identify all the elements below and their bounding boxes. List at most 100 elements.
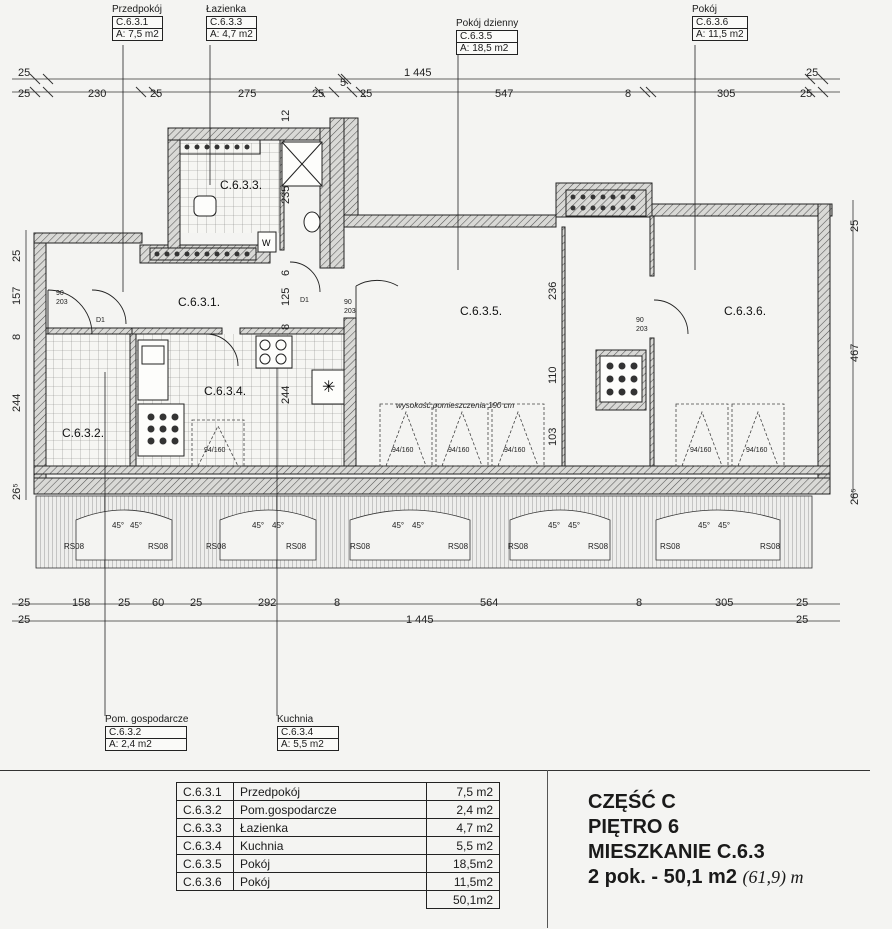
- summary-size: 2 pok. - 50,1 m2 (61,9) m: [588, 866, 804, 888]
- vent-icon: ✳: [322, 377, 335, 396]
- cabinet: [311, 369, 345, 405]
- svg-text:45°: 45°: [568, 521, 580, 530]
- svg-text:25: 25: [118, 597, 130, 609]
- door-arc: [289, 261, 321, 293]
- svg-text:8: 8: [636, 597, 642, 609]
- door-arc: [653, 299, 689, 335]
- tiled-floor: [180, 143, 280, 233]
- toilet: [193, 195, 217, 217]
- svg-text:90: 90: [636, 317, 644, 324]
- svg-text:RS08: RS08: [508, 542, 529, 551]
- svg-text:45°: 45°: [698, 521, 710, 530]
- kitchen-fixtures: [137, 335, 643, 457]
- door-arc: [205, 333, 239, 367]
- ribbed-radiators: [149, 139, 647, 261]
- dim-label: 8: [625, 88, 631, 100]
- room-label: C.6.3.2.: [62, 426, 104, 440]
- legend-frame: [0, 770, 870, 929]
- svg-text:45°: 45°: [272, 521, 284, 530]
- svg-text:RS08: RS08: [64, 542, 85, 551]
- windows: [191, 403, 785, 467]
- svg-text:60: 60: [152, 597, 164, 609]
- svg-text:RS08: RS08: [448, 542, 469, 551]
- room-label: C.6.3.4.: [204, 384, 246, 398]
- doors: [47, 261, 689, 367]
- top-dimension-labels: 25 1 445 25 5 25 230 25 275 25 25 547 8 …: [18, 67, 818, 100]
- summary-part: CZĘŚĆ C: [588, 791, 676, 813]
- svg-text:244: 244: [280, 386, 292, 404]
- door-arc: [355, 279, 399, 287]
- svg-text:94/160: 94/160: [504, 447, 526, 454]
- svg-text:110: 110: [547, 366, 559, 384]
- svg-text:25: 25: [796, 614, 808, 626]
- svg-text:45°: 45°: [252, 521, 264, 530]
- dim-label: 25: [11, 250, 23, 262]
- height-note: wysokość pomieszczenia 190 cm: [396, 401, 515, 410]
- svg-text:125: 125: [280, 288, 292, 306]
- door-arc: [47, 289, 93, 335]
- svg-text:12: 12: [280, 110, 292, 122]
- side-dimensions: [25, 200, 854, 500]
- balcony-units: [75, 509, 781, 561]
- svg-text:RS08: RS08: [760, 542, 781, 551]
- dim-label: 25: [18, 88, 30, 100]
- dim-label: 26⁵: [849, 488, 861, 505]
- svg-text:158: 158: [72, 597, 90, 609]
- svg-text:94/160: 94/160: [690, 447, 712, 454]
- dim-label: 25: [18, 67, 30, 79]
- svg-text:D1: D1: [96, 317, 105, 324]
- svg-text:90: 90: [344, 299, 352, 306]
- dim-label: 244: [11, 394, 23, 412]
- svg-text:RS08: RS08: [206, 542, 227, 551]
- dim-label: 25: [150, 88, 162, 100]
- svg-text:45°: 45°: [412, 521, 424, 530]
- svg-text:25: 25: [796, 597, 808, 609]
- summary-apartment: MIESZKANIE C.6.3: [588, 841, 765, 863]
- room-label: C.6.3.5.: [460, 304, 502, 318]
- top-dimensions: [12, 73, 840, 98]
- svg-text:94/160: 94/160: [204, 447, 226, 454]
- washer: [257, 231, 277, 253]
- dim-label: 230: [88, 88, 106, 100]
- dim-label: 26⁵: [11, 483, 23, 500]
- svg-text:45°: 45°: [548, 521, 560, 530]
- room-label: C.6.3.3.: [220, 178, 262, 192]
- svg-text:103: 103: [547, 428, 559, 446]
- door-arc: [91, 289, 127, 325]
- cooktop: [255, 335, 293, 369]
- svg-text:203: 203: [344, 308, 356, 315]
- dim-label: 547: [495, 88, 513, 100]
- washbasin: [303, 211, 321, 233]
- legend-divider: [547, 770, 548, 928]
- dim-label: 157: [11, 287, 23, 305]
- svg-text:D1: D1: [300, 297, 309, 304]
- svg-text:564: 564: [480, 597, 498, 609]
- dim-label: 1 445: [404, 67, 432, 79]
- dim-label: 25: [849, 220, 861, 232]
- svg-text:292: 292: [258, 597, 276, 609]
- svg-text:25: 25: [18, 614, 30, 626]
- washer-label: W: [262, 238, 271, 248]
- svg-text:90: 90: [56, 290, 64, 297]
- walls: [33, 117, 833, 495]
- svg-text:235: 235: [280, 186, 292, 204]
- svg-text:236: 236: [547, 282, 559, 300]
- svg-text:45°: 45°: [718, 521, 730, 530]
- svg-text:RS08: RS08: [286, 542, 307, 551]
- apartment-summary: CZĘŚĆ C PIĘTRO 6 MIESZKANIE C.6.3 2 pok.…: [588, 790, 804, 890]
- svg-text:6: 6: [280, 270, 292, 276]
- svg-text:1 445: 1 445: [406, 614, 434, 626]
